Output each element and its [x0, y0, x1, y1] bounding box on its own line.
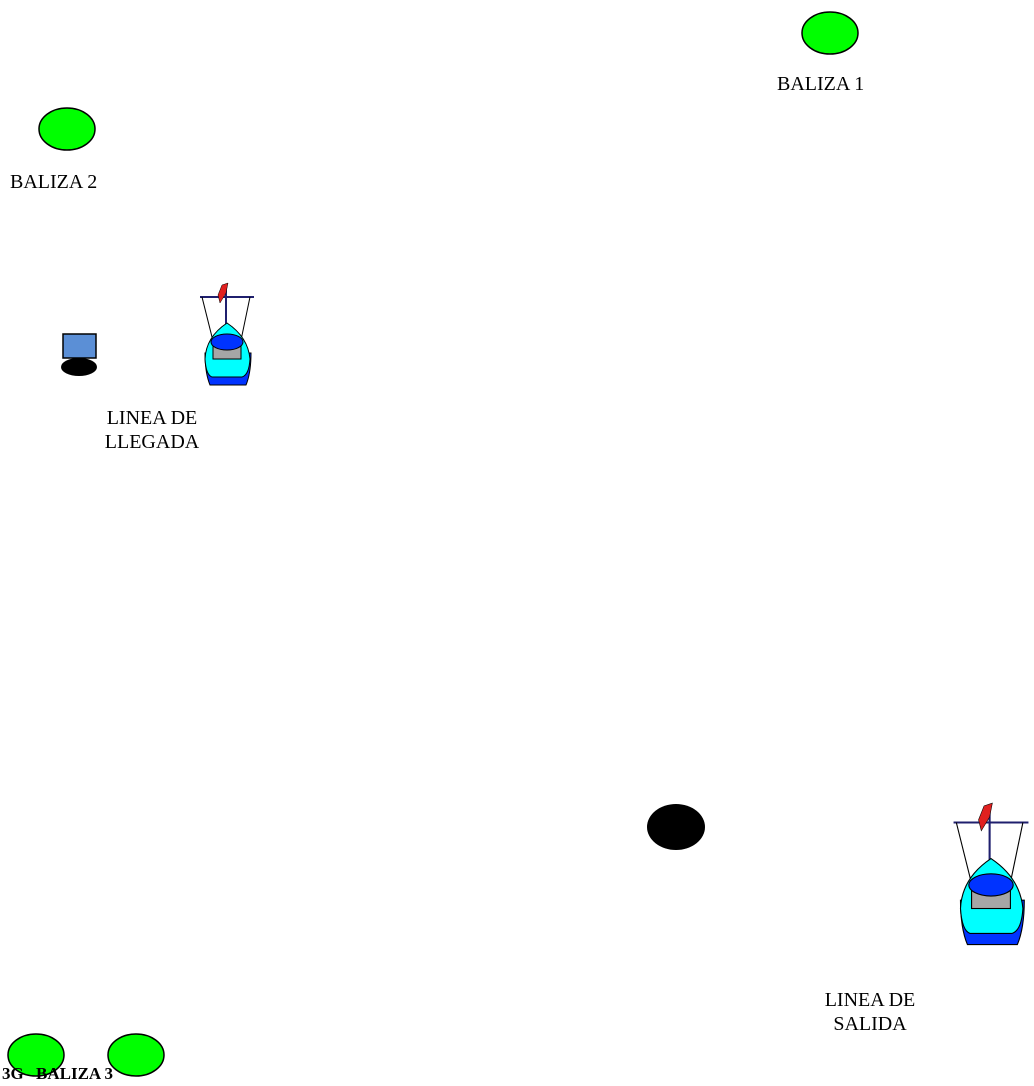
- committee-boat-start-icon: [948, 784, 1034, 972]
- committee-boat-finish-icon: [196, 283, 258, 391]
- buoy-1-label: BALIZA 1: [777, 72, 864, 96]
- finish-line-label-line-2: LLEGADA: [82, 430, 222, 454]
- monitor-icon: [58, 333, 104, 377]
- finish-line-label: LINEA DE LLEGADA: [82, 406, 222, 454]
- finish-line-label-line-1: LINEA DE: [82, 406, 222, 430]
- start-line-label-line-2: SALIDA: [800, 1012, 940, 1036]
- buoy-3-icon: [106, 1033, 168, 1079]
- buoy-2-icon: [38, 106, 98, 152]
- buoy-2-label: BALIZA 2: [10, 170, 97, 194]
- start-mark-icon: [645, 801, 709, 855]
- start-line-label: LINEA DE SALIDA: [800, 988, 940, 1036]
- buoy-3-label: BALIZA 3: [36, 1064, 113, 1084]
- buoy-3g-label: 3G: [2, 1064, 24, 1084]
- buoy-1-icon: [800, 10, 860, 56]
- start-line-label-line-1: LINEA DE: [800, 988, 940, 1012]
